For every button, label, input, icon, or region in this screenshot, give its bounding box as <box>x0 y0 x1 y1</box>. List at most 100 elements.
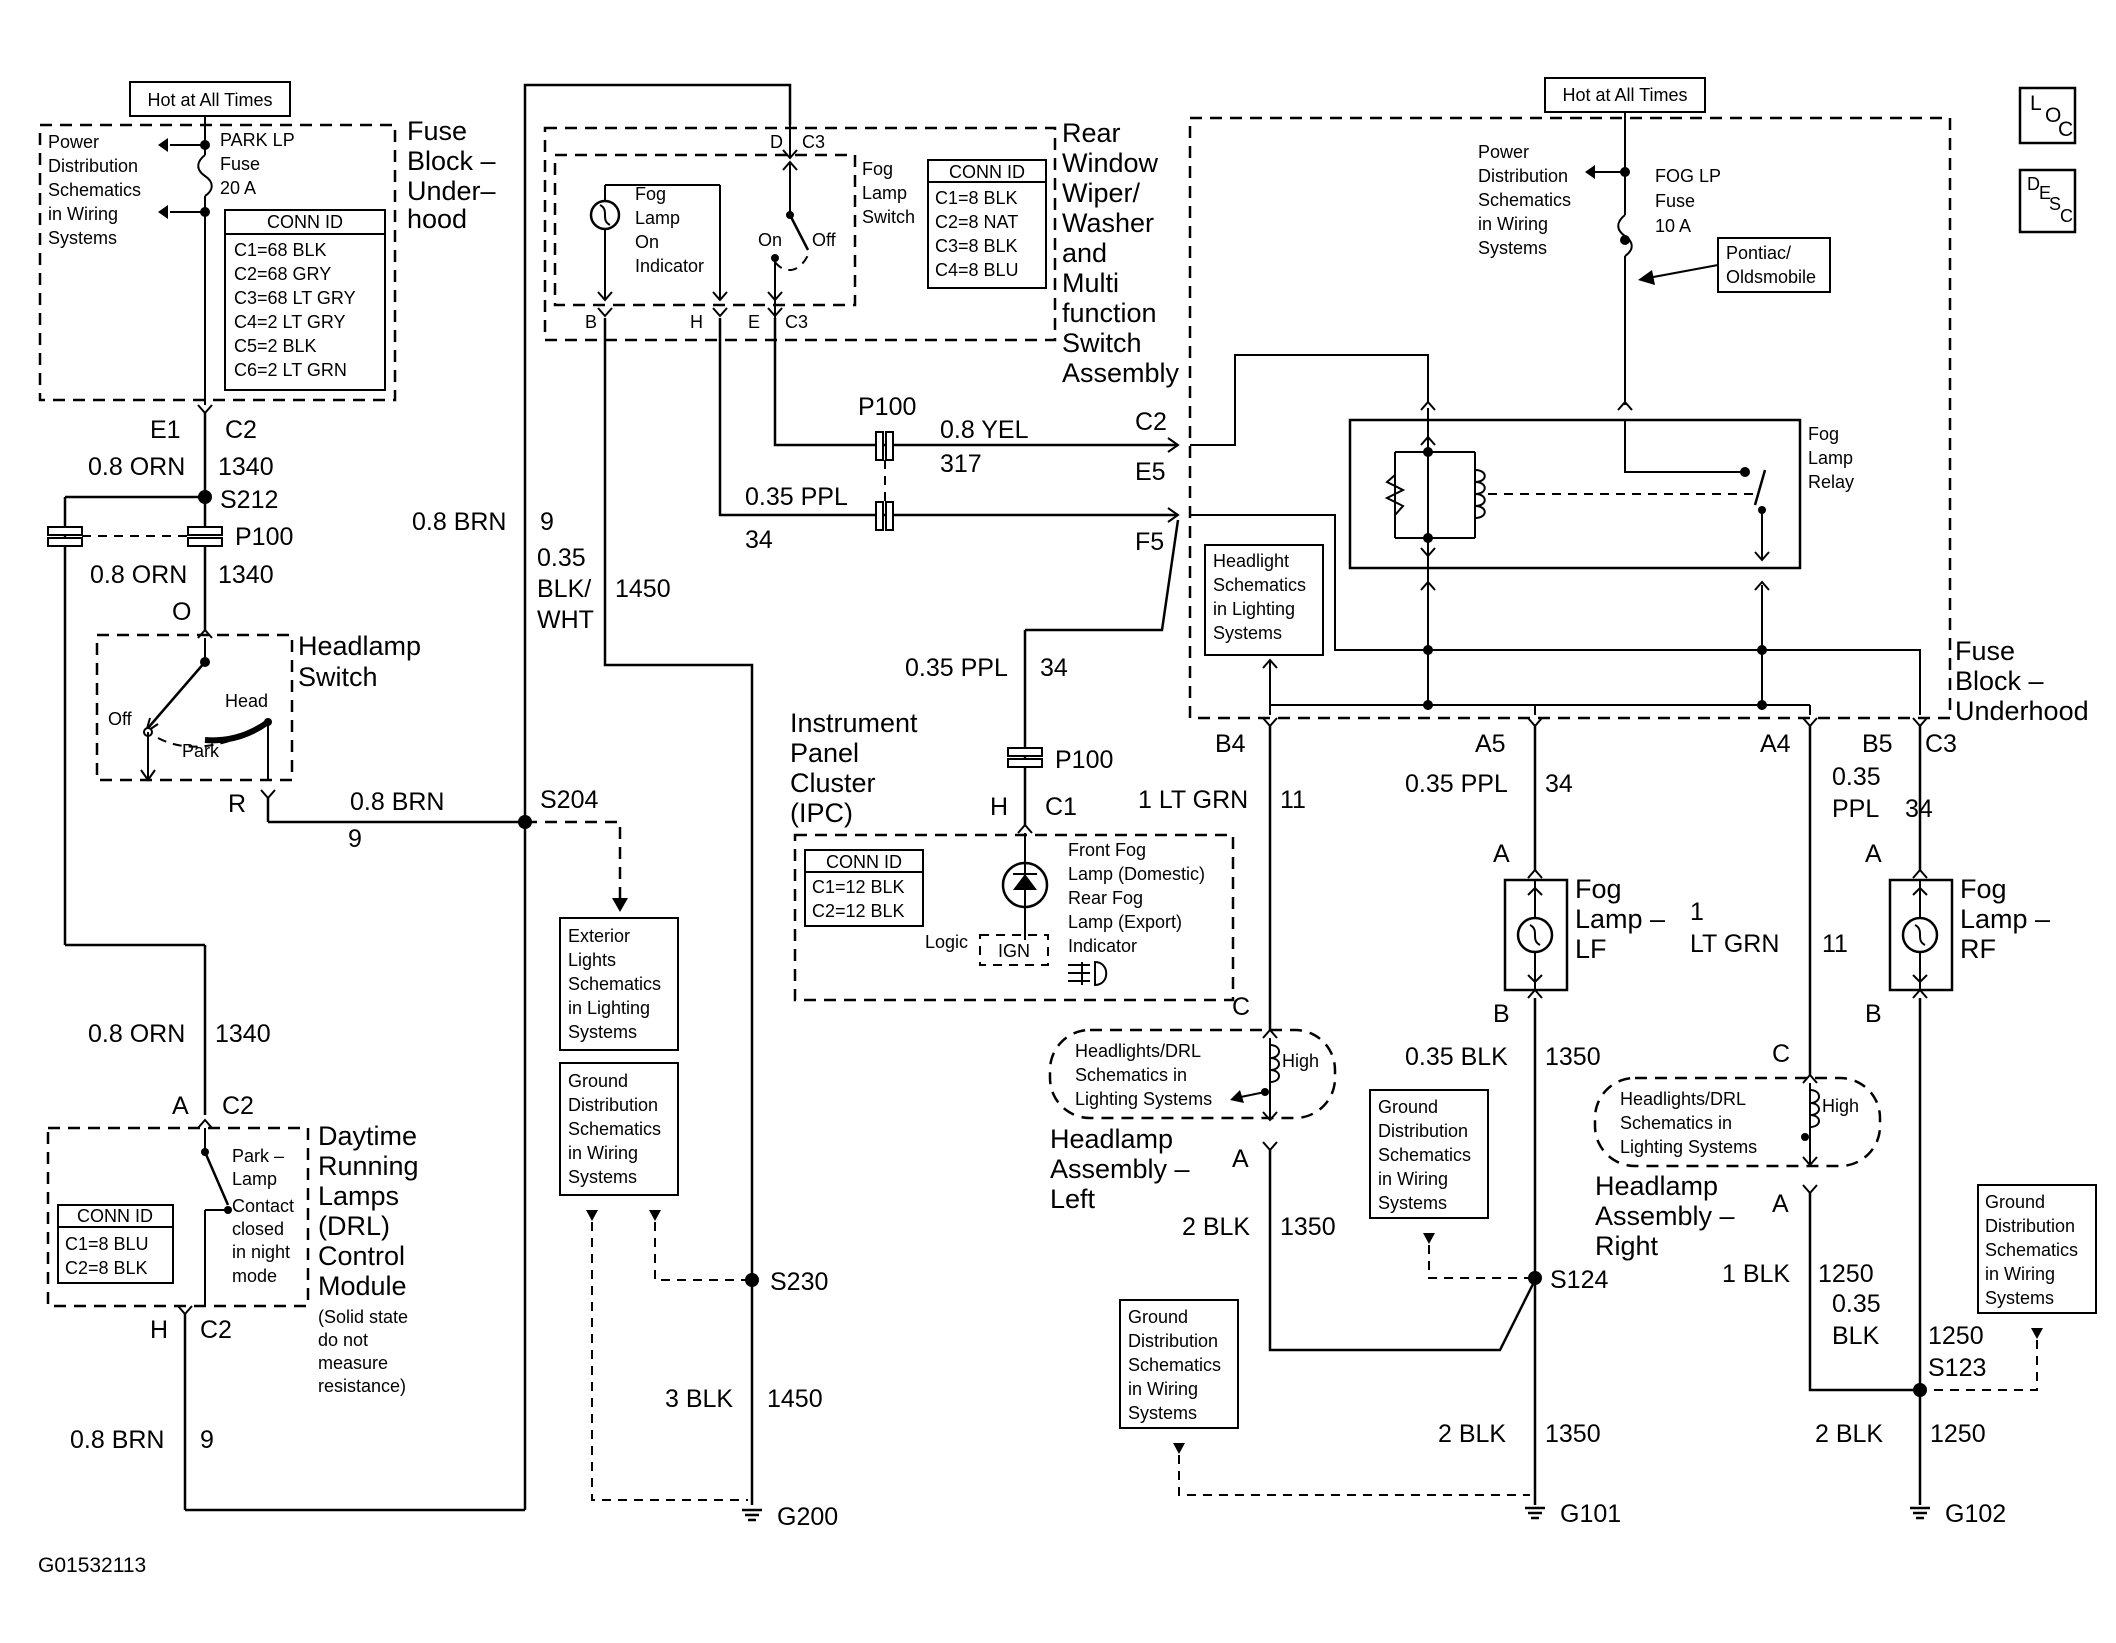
svg-text:Oldsmobile: Oldsmobile <box>1726 267 1816 287</box>
ground-dist-box-bottom: Ground Distribution Schematics in Wiring… <box>1119 1299 1239 1429</box>
svg-text:Rear Fog: Rear Fog <box>1068 888 1143 908</box>
svg-text:Switch: Switch <box>298 662 378 692</box>
loc-icon[interactable]: L O C <box>2018 86 2077 145</box>
svg-text:L: L <box>2030 92 2042 115</box>
svg-text:Lamp: Lamp <box>862 183 907 203</box>
svg-text:Cluster: Cluster <box>790 768 876 798</box>
svg-text:in Wiring: in Wiring <box>1985 1264 2055 1284</box>
svg-text:Pontiac/: Pontiac/ <box>1726 243 1791 263</box>
pin-c2-drl-top: C2 <box>222 1092 254 1120</box>
svg-text:C1=68 BLK: C1=68 BLK <box>234 240 327 260</box>
svg-text:PARK LP: PARK LP <box>220 130 295 150</box>
svg-text:(DRL): (DRL) <box>318 1211 390 1241</box>
svg-text:C1=8 BLU: C1=8 BLU <box>65 1234 149 1254</box>
svg-text:Headlamp: Headlamp <box>298 631 421 661</box>
svg-text:Switch: Switch <box>862 207 915 227</box>
wire-circuit-1340-2: 1340 <box>218 561 274 589</box>
rf-pin-a: A <box>1865 840 1882 868</box>
svg-text:Assembly: Assembly <box>1062 358 1180 388</box>
svg-text:(IPC): (IPC) <box>790 798 853 828</box>
svg-text:Window: Window <box>1062 148 1159 178</box>
svg-text:in Wiring: in Wiring <box>1478 214 1548 234</box>
drl-module-note: (Solid state do not measure resistance) <box>318 1307 408 1396</box>
svg-text:Distribution: Distribution <box>568 1095 658 1115</box>
ipc-ign-box <box>979 934 1049 966</box>
svg-text:LF: LF <box>1575 934 1607 964</box>
high-beam-left-label: High <box>1282 1051 1319 1071</box>
svg-text:Lamps: Lamps <box>318 1181 399 1211</box>
headlamp-assembly-left-label: Headlamp Assembly – Left <box>1050 1124 1190 1214</box>
svg-text:C4=2 LT GRY: C4=2 LT GRY <box>234 312 346 332</box>
splice-s124 <box>1528 1271 1542 1285</box>
mfs-pin-h: H <box>690 312 703 332</box>
wire-circuit-1350-lf: 1350 <box>1545 1043 1601 1071</box>
diagram-id: G01532113 <box>38 1554 146 1577</box>
fuse-right-feed <box>1585 112 1633 411</box>
mfs-c3-bottom: C3 <box>785 312 808 332</box>
svg-text:Systems: Systems <box>568 1167 637 1187</box>
switch-off-label: Off <box>108 709 133 729</box>
headlights-drl-left-label: Headlights/DRL Schematics in Lighting Sy… <box>1075 1041 1212 1109</box>
wire-size-1-ltgrn: 1 <box>1690 898 1704 926</box>
svg-text:Headlamp: Headlamp <box>1050 1124 1173 1154</box>
svg-text:10 A: 10 A <box>1655 216 1691 236</box>
svg-text:in Wiring: in Wiring <box>48 204 118 224</box>
switch-off-label-mfs: Off <box>812 230 837 250</box>
fog-lamp-lf-icon <box>1503 878 1569 992</box>
svg-text:Schematics: Schematics <box>1985 1240 2078 1260</box>
fog-lp-fuse-label: FOG LP Fuse 10 A <box>1655 166 1721 236</box>
svg-text:Headlight: Headlight <box>1213 551 1289 571</box>
svg-text:C3=8 BLK: C3=8 BLK <box>935 236 1018 256</box>
svg-text:C6=2 LT GRN: C6=2 LT GRN <box>234 360 347 380</box>
pin-f5-fuse-right: F5 <box>1135 528 1164 556</box>
svg-text:Fog: Fog <box>1960 874 2007 904</box>
svg-text:20 A: 20 A <box>220 178 256 198</box>
headlight-schematics-box: Headlight Schematics in Lighting Systems <box>1204 544 1324 656</box>
svg-text:Systems: Systems <box>48 228 117 248</box>
pontiac-oldsmobile-box: Pontiac/ Oldsmobile <box>1638 237 1831 293</box>
fuse-right-power-dist: Power Distribution Schematics in Wiring … <box>1478 142 1571 258</box>
wire-circuit-34-ipc: 34 <box>1040 654 1068 682</box>
svg-text:Running: Running <box>318 1151 419 1181</box>
svg-text:C3: C3 <box>1925 730 1957 758</box>
svg-text:and: and <box>1062 238 1107 268</box>
ground-g200-icon <box>740 1508 764 1522</box>
svg-text:in Lighting: in Lighting <box>568 998 650 1018</box>
svg-text:Lights: Lights <box>568 950 616 970</box>
p100-label-ipc: P100 <box>1055 746 1113 774</box>
p100-connector-ipc <box>1007 747 1043 768</box>
wire-circuit-1350-lf2: 1350 <box>1545 1420 1601 1448</box>
desc-icon[interactable]: D E S C <box>2018 168 2077 234</box>
svg-text:Headlamp: Headlamp <box>1595 1171 1718 1201</box>
svg-text:Systems: Systems <box>1478 238 1547 258</box>
svg-text:Lamp: Lamp <box>232 1169 277 1189</box>
pin-a-drl: A <box>172 1092 189 1120</box>
svg-text:Systems: Systems <box>1213 623 1282 643</box>
fuse-left-power-dist: Power Distribution Schematics in Wiring … <box>48 132 141 248</box>
splice-s124-label: S124 <box>1550 1266 1608 1294</box>
svg-text:Distribution: Distribution <box>1128 1331 1218 1351</box>
splice-s212-label: S212 <box>220 486 278 514</box>
wire-circuit-34-lf: 34 <box>1545 770 1573 798</box>
drl-park-lamp-label: Park – Lamp <box>232 1146 284 1189</box>
wire-color-orn-3: 0.8 ORN <box>88 1020 185 1048</box>
svg-text:Fog: Fog <box>1575 874 1622 904</box>
wire-size-035-rf: 0.35 <box>1832 763 1881 791</box>
p100-connector-left <box>47 526 223 547</box>
headlamp-right-filament <box>1801 1083 1820 1167</box>
drl-module-title: Daytime Running Lamps (DRL) Control Modu… <box>318 1121 419 1301</box>
headlamp-assembly-right-label: Headlamp Assembly – Right <box>1595 1171 1735 1261</box>
pin-h-drl: H <box>150 1316 168 1344</box>
p100-connector-mfs <box>875 431 894 531</box>
svg-text:Under–: Under– <box>407 176 496 206</box>
pin-e5-fuse-right: E5 <box>1135 458 1166 486</box>
svg-text:resistance): resistance) <box>318 1376 406 1396</box>
p100-label-left: P100 <box>235 523 293 551</box>
wire-color-2blk-hl: 2 BLK <box>1182 1213 1250 1241</box>
headlights-drl-left-box <box>1048 1028 1337 1120</box>
fuse-block-left-title: Fuse Block – Under– hood <box>407 116 496 234</box>
svg-text:Fuse: Fuse <box>220 154 260 174</box>
svg-text:Block –: Block – <box>407 146 496 176</box>
svg-text:in Wiring: in Wiring <box>568 1143 638 1163</box>
wire-circuit-1340-3: 1340 <box>215 1020 271 1048</box>
